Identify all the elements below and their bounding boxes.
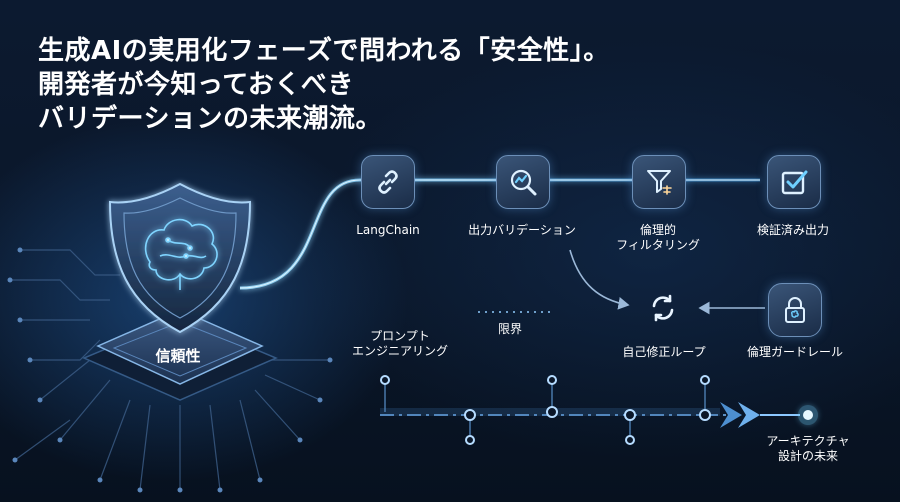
- label-architecture-future: アーキテクチャ 設計の未来: [756, 434, 860, 464]
- label-ethical-filtering-line-2: フィルタリング: [616, 238, 700, 252]
- node-langchain: [361, 155, 415, 209]
- label-prompt-engineering-line-2: エンジニアリング: [351, 344, 448, 358]
- circuit-traces: [10, 249, 330, 491]
- label-self-correction: 自己修正ループ: [622, 345, 706, 359]
- magnifier-chart-icon: [510, 169, 537, 196]
- label-prompt-engineering-line-1: プロンプト: [370, 329, 430, 343]
- chain-link-icon: [378, 170, 398, 194]
- node-ethics-guardrail: [768, 283, 822, 337]
- shield-brain-icon: [108, 182, 252, 334]
- node-output-validation: [496, 155, 550, 209]
- label-ethical-filtering: 倫理的 フィルタリング: [608, 223, 708, 253]
- label-ethical-filtering-line-1: 倫理的: [639, 223, 676, 237]
- title-line-1: 生成AIの実用化フェーズで問われる「安全性」。: [38, 36, 610, 66]
- node-ethical-filtering: [632, 155, 686, 209]
- padlock-brain-icon: [785, 297, 805, 323]
- label-output-validation: 出力バリデーション: [468, 223, 576, 237]
- node-self-correction: [640, 285, 686, 331]
- chip-platform: [82, 309, 278, 401]
- checkbox-icon: [781, 170, 808, 195]
- brain-icon: [144, 218, 218, 290]
- funnel-scale-icon: [647, 170, 672, 195]
- label-architecture-future-line-2: 設計の未来: [777, 449, 838, 463]
- label-limit: 限界: [497, 322, 522, 336]
- circuit-nodes: [7, 247, 333, 493]
- label-ethics-guardrail: 倫理ガードレール: [746, 345, 843, 359]
- title-line-3: バリデーションの未来潮流。: [38, 104, 382, 134]
- flow-lines: [239, 178, 765, 320]
- page-title: 生成AIの実用化フェーズで問われる「安全性」。 開発者が今知っておくべき バリデ…: [38, 34, 610, 136]
- timeline: [380, 375, 818, 445]
- title-line-2: 開発者が今知っておくべき: [38, 70, 354, 100]
- label-architecture-future-line-1: アーキテクチャ: [766, 434, 850, 448]
- node-verified-output: [767, 155, 821, 209]
- label-langchain: LangChain: [356, 223, 420, 237]
- label-verified-output: 検証済み出力: [756, 223, 829, 237]
- cycle-arrows-icon: [652, 294, 674, 322]
- label-prompt-engineering: プロンプト エンジニアリング: [340, 329, 460, 359]
- chip-label: 信頼性: [155, 347, 201, 365]
